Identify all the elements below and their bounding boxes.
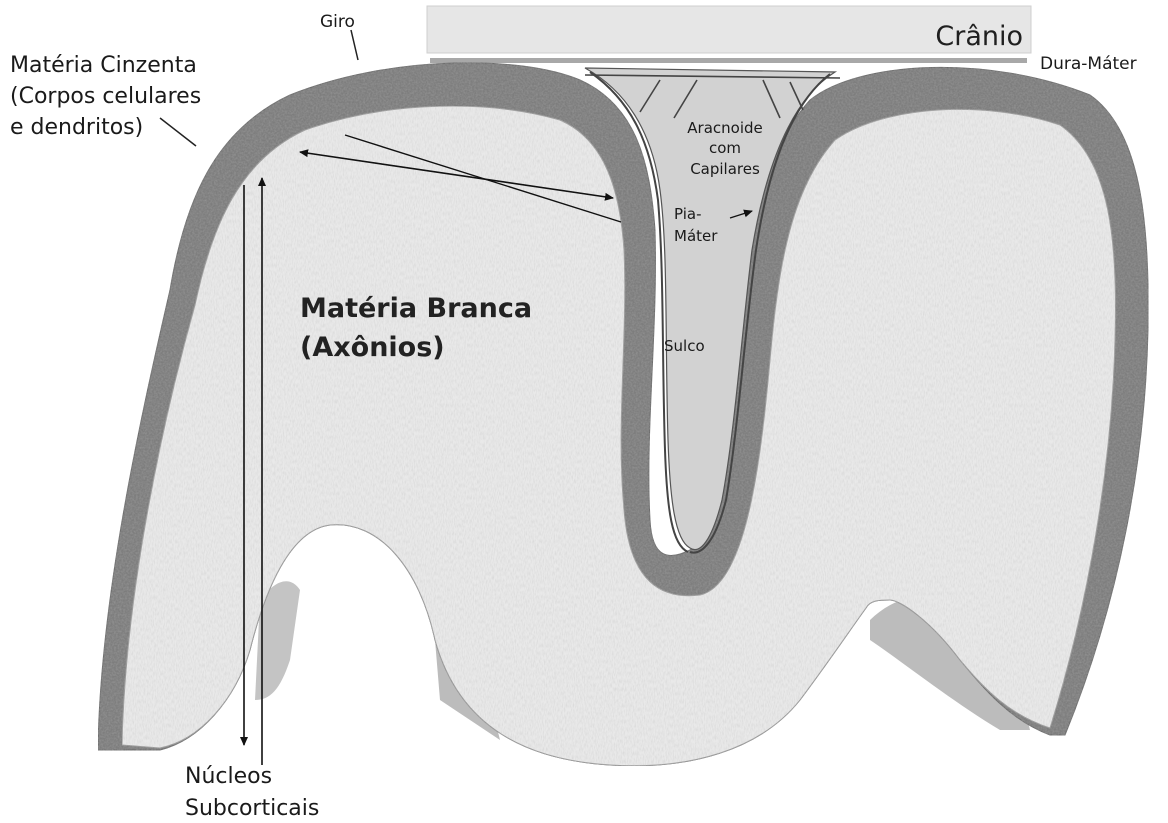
giro-label: Giro	[320, 12, 355, 32]
sulco-label: Sulco	[664, 337, 705, 355]
materia-branca-line2: (Axônios)	[300, 332, 445, 363]
nucleos-line1: Núcleos	[185, 764, 272, 789]
materia-cinzenta-pointer	[160, 118, 196, 146]
materia-cinzenta-line2: (Corpos celulares	[10, 84, 201, 109]
materia-cinzenta-line3: e dendritos)	[10, 115, 143, 140]
materia-cinzenta-line1: Matéria Cinzenta	[10, 53, 197, 78]
giro-pointer	[351, 30, 358, 60]
aracnoide-line2: com	[709, 139, 741, 157]
nucleos-line2: Subcorticais	[185, 796, 319, 821]
materia-branca-line1: Matéria Branca	[300, 293, 532, 324]
pia-mater-line2: Máter	[674, 227, 718, 245]
aracnoide-line1: Aracnoide	[687, 119, 762, 137]
dura-mater-band	[430, 58, 1027, 63]
cranio-label: Crânio	[935, 21, 1023, 52]
dura-mater-label: Dura-Máter	[1040, 54, 1137, 74]
pia-mater-line1: Pia-	[674, 205, 702, 223]
aracnoide-line3: Capilares	[690, 160, 760, 178]
